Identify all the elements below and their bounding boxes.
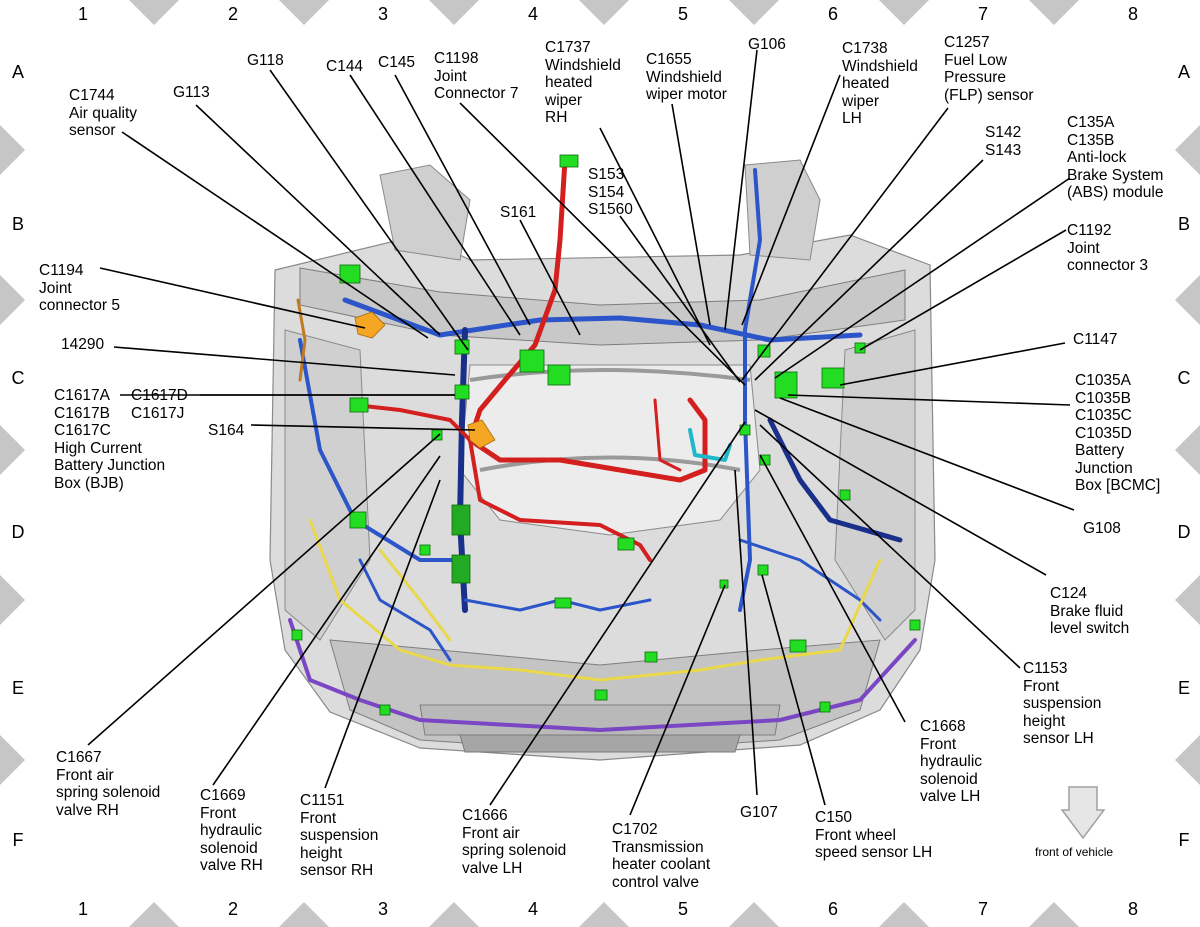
label-g108: G108 [1083, 520, 1121, 537]
label-c124: C124 Brake fluid level switch [1050, 585, 1130, 637]
grid-col-top-4: 4 [527, 4, 538, 24]
grid-col-top-8: 8 [1127, 4, 1138, 24]
grid-col-bottom-1: 1 [77, 899, 88, 919]
label-c1655: C1655 Windshield wiper motor [646, 51, 727, 103]
label-s164: S164 [208, 422, 245, 439]
grid-row-right-B: B [1177, 214, 1190, 234]
connectors [291, 154, 921, 716]
grid-row-right-E: E [1177, 678, 1190, 698]
label-c1666: C1666 Front air spring solenoid valve LH [462, 807, 567, 877]
label-c1153: C1153 Front suspension height sensor LH [1023, 660, 1102, 747]
label-c1198: C1198 Joint Connector 7 [434, 50, 519, 102]
label-s142: S142 S143 [985, 124, 1022, 159]
label-s153: S153 S154 S1560 [588, 166, 633, 218]
label-c1257: C1257 Fuel Low Pressure (FLP) sensor [944, 34, 1034, 104]
label-c145: C145 [378, 54, 416, 71]
grid-col-top-7: 7 [977, 4, 988, 24]
grid-row-left-B: B [11, 214, 24, 234]
label-g113: G113 [173, 84, 210, 101]
grid-row-right-F: F [1178, 830, 1190, 850]
label-c1147: C1147 [1073, 331, 1118, 348]
label-g107: G107 [740, 804, 778, 821]
label-g118: G118 [247, 52, 284, 69]
label-14290: 14290 [61, 336, 105, 353]
grid-col-bottom-5: 5 [677, 899, 688, 919]
leader-lines [87, 49, 1075, 816]
label-c1192: C1192 Joint connector 3 [1067, 222, 1148, 274]
label-g106: G106 [748, 36, 786, 53]
label-c135: C135A C135B Anti-lock Brake System (ABS)… [1067, 114, 1164, 201]
label-c1668: C1668 Front hydraulic solenoid valve LH [920, 718, 983, 805]
grid-col-top-1: 1 [77, 4, 88, 24]
grid-row-left-A: A [11, 62, 24, 82]
grid-col-bottom-7: 7 [977, 899, 988, 919]
grid-col-bottom-4: 4 [527, 899, 538, 919]
label-c1194: C1194 Joint connector 5 [39, 262, 120, 314]
grid-row-left-E: E [11, 678, 24, 698]
label-c1744: C1744 Air quality sensor [69, 87, 138, 139]
grid-row-right-A: A [1177, 62, 1190, 82]
grid-row-right-C: C [1177, 368, 1191, 388]
label-c1035: C1035A C1035B C1035C C1035D Battery Junc… [1075, 372, 1161, 494]
front-arrow-icon [1060, 786, 1106, 840]
label-c1667: C1667 Front air spring solenoid valve RH [56, 749, 161, 819]
grid-col-top-5: 5 [677, 4, 688, 24]
grid-col-top-6: 6 [827, 4, 838, 24]
grid-row-left-C: C [11, 368, 25, 388]
grid-col-top-2: 2 [227, 4, 238, 24]
grid-col-bottom-8: 8 [1127, 899, 1138, 919]
grid-col-bottom-2: 2 [227, 899, 238, 919]
label-c1737: C1737 Windshield heated wiper RH [545, 39, 621, 126]
label-c1617dj: C1617D C1617J [131, 387, 188, 422]
label-c1702: C1702 Transmission heater coolant contro… [612, 821, 711, 891]
grid-row-right-D: D [1177, 522, 1191, 542]
grid-row-left-F: F [12, 830, 24, 850]
label-c1669: C1669 Front hydraulic solenoid valve RH [200, 787, 263, 874]
label-c1738: C1738 Windshield heated wiper LH [842, 40, 918, 127]
label-s161: S161 [500, 204, 537, 221]
grid-col-top-3: 3 [377, 4, 388, 24]
grid-row-left-D: D [11, 522, 25, 542]
label-c1151: C1151 Front suspension height sensor RH [300, 792, 379, 879]
grid-col-bottom-6: 6 [827, 899, 838, 919]
label-c1617abc: C1617A C1617B C1617C High Current Batter… [54, 387, 166, 492]
label-c150: C150 Front wheel speed sensor LH [815, 809, 933, 861]
grid-col-bottom-3: 3 [377, 899, 388, 919]
front-of-vehicle-label: front of vehicle [1035, 845, 1114, 859]
label-c144: C144 [326, 58, 364, 75]
